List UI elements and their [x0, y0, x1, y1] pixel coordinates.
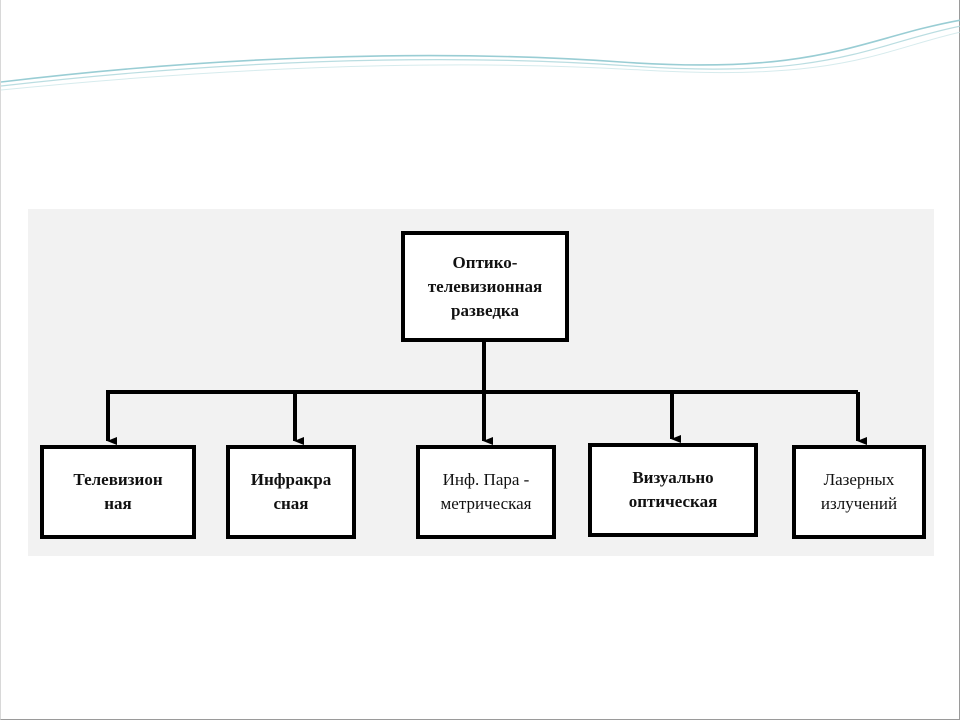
child-node-visual-optical: Визуально оптическая [588, 443, 758, 537]
diagram-panel: Оптико- телевизионная разведка Телевизио… [28, 209, 934, 556]
child-node-infrared: Инфракра сная [226, 445, 356, 539]
decorative-wave-line [1, 19, 960, 91]
child-node-laser-radiation: Лазерных излучений [792, 445, 926, 539]
root-node: Оптико- телевизионная разведка [401, 231, 569, 342]
child-node-infrared-parametric: Инф. Пара - метрическая [416, 445, 556, 539]
diagram-connectors [106, 342, 867, 445]
child-node-television: Телевизион ная [40, 445, 196, 539]
